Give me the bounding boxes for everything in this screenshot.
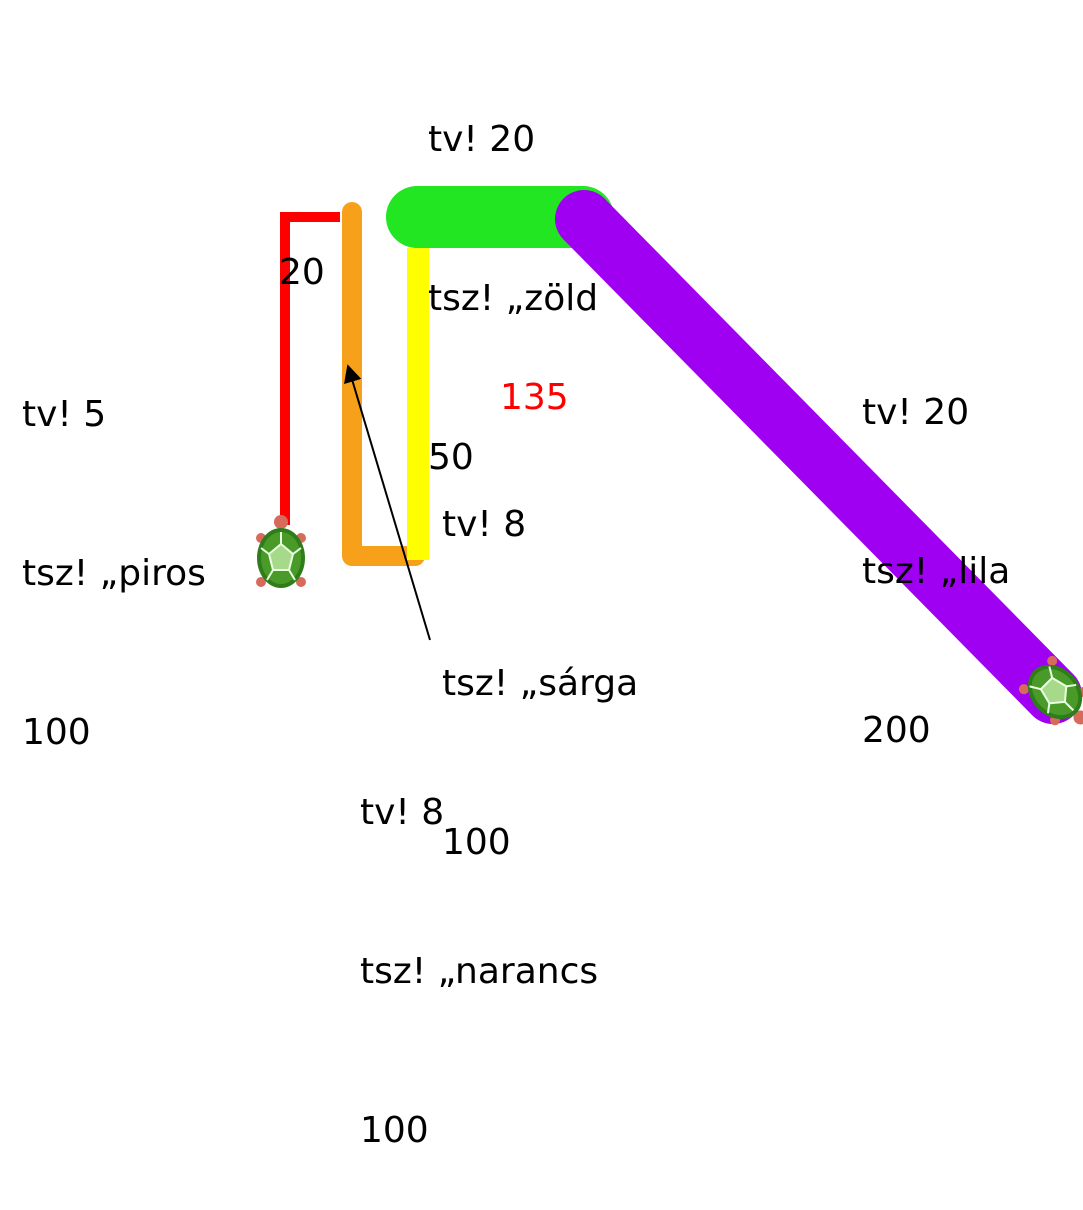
- label-zold: tv! 20 tsz! „zöld 50: [428, 7, 598, 537]
- label-piros-line3: 100: [22, 712, 91, 753]
- label-top-20-text: 20: [279, 252, 325, 293]
- label-sarga-line1: tv! 8: [442, 504, 527, 545]
- label-lila-line3: 200: [862, 710, 931, 751]
- narancs-line: [342, 202, 425, 566]
- label-zold-line1: tv! 20: [428, 119, 536, 160]
- label-sarga-line2: tsz! „sárga: [442, 663, 639, 704]
- label-piros: tv! 5 tsz! „piros 100: [22, 282, 206, 812]
- label-narancs-line2: tsz! „narancs: [360, 951, 599, 992]
- label-narancs-line3: 100: [360, 1110, 429, 1151]
- label-angle-text: 135: [500, 377, 569, 418]
- label-top-20: 20: [279, 140, 325, 352]
- label-lila-line1: tv! 20: [862, 392, 970, 433]
- turtle-icon: [256, 515, 306, 588]
- pointer-arrow: [344, 364, 431, 641]
- label-angle: 135: [500, 265, 569, 477]
- turtle-icon: [1018, 655, 1083, 726]
- label-piros-line1: tv! 5: [22, 394, 107, 435]
- label-narancs-line1: tv! 8: [360, 792, 445, 833]
- piros-line: [280, 212, 340, 525]
- label-zold-line2: tsz! „zöld: [428, 278, 599, 319]
- label-lila-line2: tsz! „lila: [862, 551, 1011, 592]
- turtle-drawing: [256, 186, 1083, 726]
- label-piros-line2: tsz! „piros: [22, 553, 206, 594]
- label-zold-line3: 50: [428, 437, 474, 478]
- label-narancs: tv! 8 tsz! „narancs 100: [360, 680, 598, 1210]
- lila-line: [555, 190, 1082, 724]
- label-lila: tv! 20 tsz! „lila 200: [862, 280, 1010, 810]
